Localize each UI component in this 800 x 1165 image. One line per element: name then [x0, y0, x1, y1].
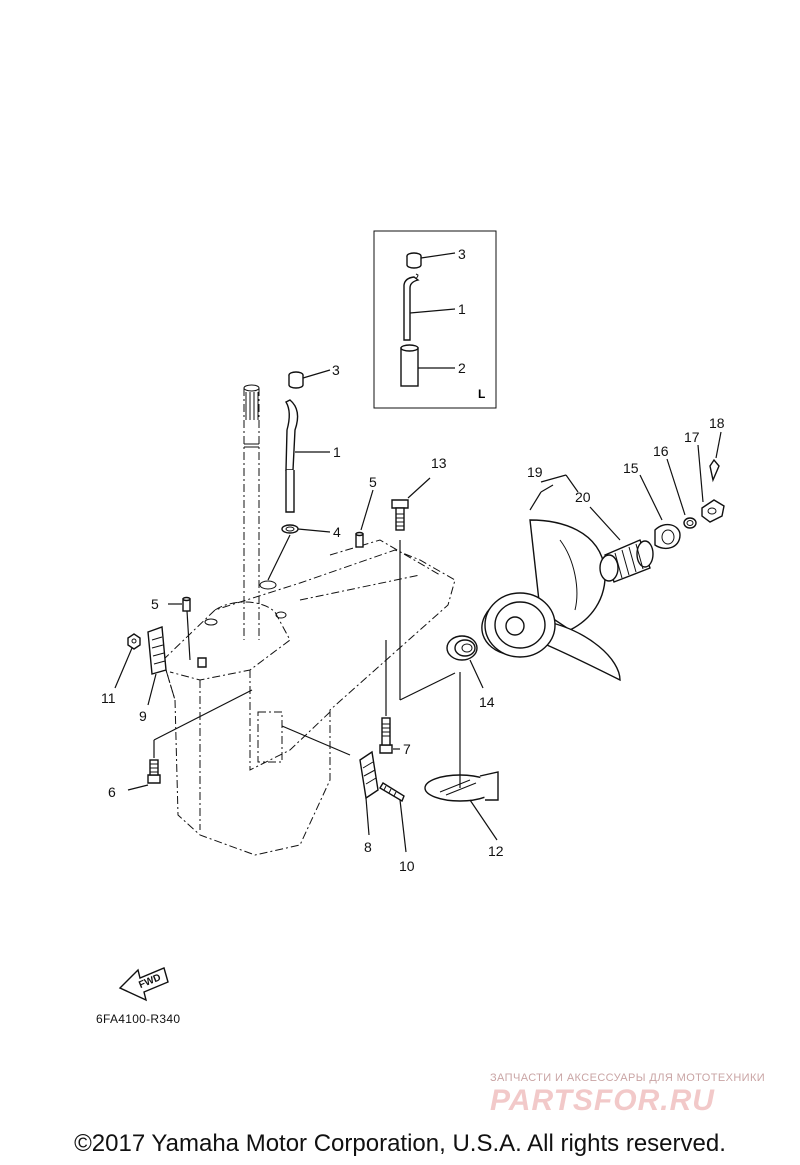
callout-10: 10	[399, 858, 415, 874]
callout-5-left: 5	[151, 596, 159, 612]
callout-3: 3	[332, 362, 340, 378]
watermark-tagline: ЗАПЧАСТИ И АКСЕССУАРЫ ДЛЯ МОТОТЕХНИКИ	[490, 1072, 766, 1084]
callout-6: 6	[108, 784, 116, 800]
callout-15: 15	[623, 460, 639, 476]
bolt-13	[391, 477, 456, 701]
lower-unit-housing	[162, 539, 456, 856]
callout-12: 12	[488, 843, 504, 859]
callout-8: 8	[364, 839, 372, 855]
callout-13: 13	[431, 455, 447, 471]
watermark-brand: PARTSFOR.RU	[490, 1084, 715, 1117]
anode-assembly	[281, 640, 407, 853]
callout-11: 11	[101, 690, 116, 706]
callout-19: 19	[527, 464, 543, 480]
callout-2-inset: 2	[458, 360, 466, 376]
thrust-washer-14	[446, 635, 484, 689]
inset-box-l: L	[373, 230, 497, 409]
callout-16: 16	[653, 443, 669, 459]
callout-7: 7	[403, 741, 411, 757]
diagram-code: 6FA4100-R340	[96, 1012, 181, 1026]
bolt-6	[127, 689, 253, 791]
trim-tab-anode	[424, 672, 499, 841]
callout-9: 9	[139, 708, 147, 724]
fwd-arrow-icon: FWD	[118, 967, 169, 1002]
inset-variant-label: L	[478, 387, 485, 401]
callout-1: 1	[333, 444, 341, 460]
drive-shaft	[243, 384, 260, 640]
callout-18: 18	[709, 415, 725, 431]
water-tube-assembly	[267, 369, 331, 581]
callout-1-inset: 1	[458, 301, 466, 317]
callout-20: 20	[575, 489, 591, 505]
trim-tab-bracket-left	[114, 626, 207, 706]
spline-bushing-20	[589, 506, 654, 583]
callout-3-inset: 3	[458, 246, 466, 262]
callout-14: 14	[479, 694, 495, 710]
callout-4: 4	[333, 524, 341, 540]
callout-17: 17	[684, 429, 700, 445]
washer-nut-pin	[639, 431, 725, 550]
dowel-pins	[168, 489, 374, 661]
propeller	[481, 474, 621, 682]
copyright-notice: ©2017 Yamaha Motor Corporation, U.S.A. A…	[74, 1130, 726, 1157]
callout-5-top: 5	[369, 474, 377, 490]
